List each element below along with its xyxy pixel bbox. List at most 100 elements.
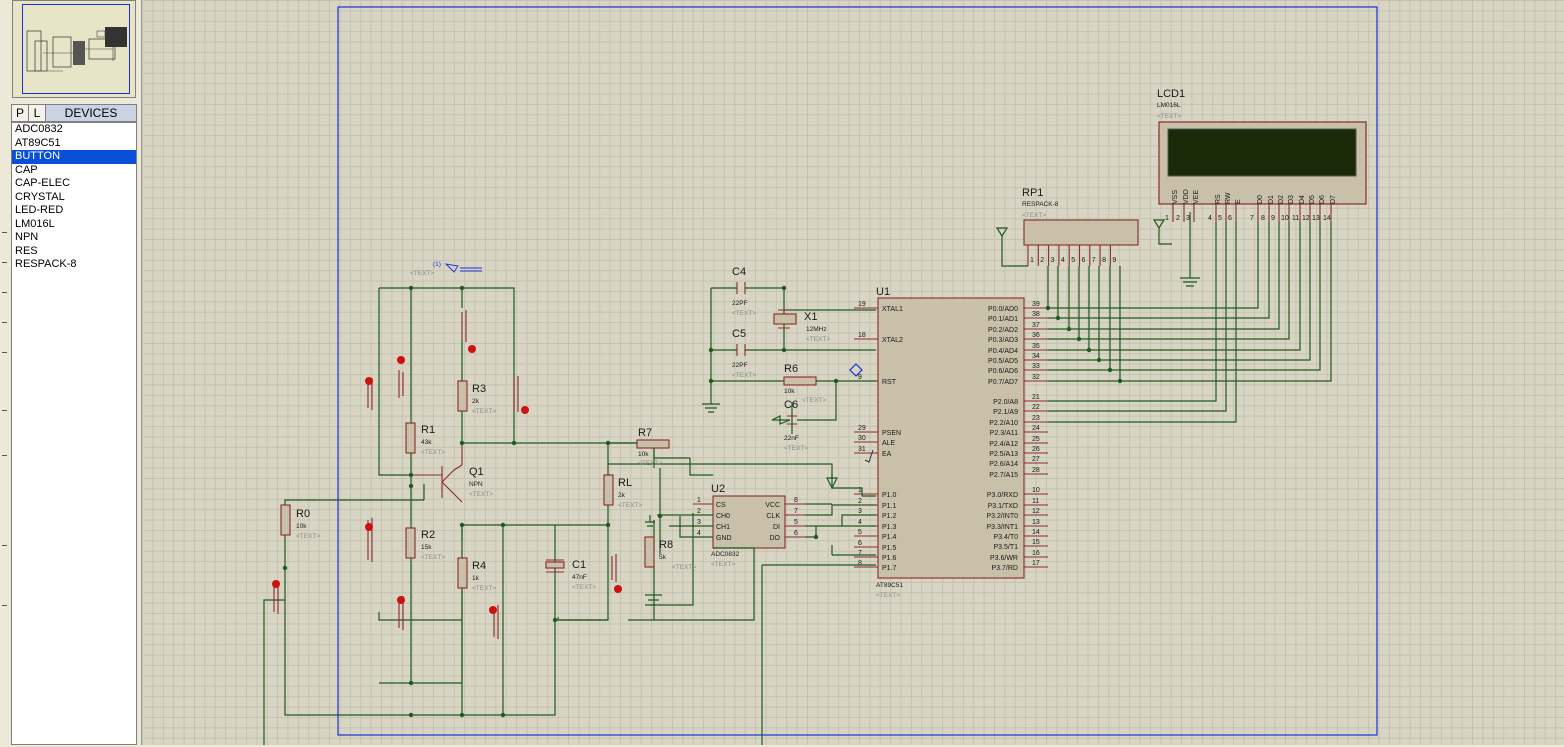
device-list-item[interactable]: CRYSTAL [15,190,65,203]
oscillator-section[interactable]: C4 22PF <TEXT> C5 22PF <TEXT> X1 12MHz <… [702,266,876,452]
svg-text:<TEXT>: <TEXT> [472,585,496,592]
lcd-pin-number: 11 [1292,215,1299,222]
device-list-item[interactable]: CAP-ELEC [15,177,71,189]
rl-ref: RL [618,477,632,489]
mcu-pin-number: 18 [858,332,866,339]
mcu-pin-number: 10 [1032,487,1040,494]
mcu-pin-label: P3.6/WR [990,555,1018,562]
rp1-power-terminal [995,227,1028,267]
mcu-pin-label: P0.7/AD7 [988,379,1018,386]
rl-value: 2k [618,492,626,499]
device-list-item[interactable]: BUTTON [12,150,136,164]
junction-dot [1107,367,1113,373]
p0-wire [1048,222,1280,330]
lcd-pin-label: D2 [1278,195,1285,204]
r2-value: 15k [421,544,432,551]
mcu-pin-number: 13 [1032,519,1040,526]
mcu-pin-number: 23 [1032,415,1040,422]
device-list-item[interactable]: AT89C51 [15,136,61,149]
device-list-item[interactable]: CAP [15,163,38,176]
device-list-item[interactable]: NPN [15,231,39,243]
mcu-pin-number: 31 [858,446,866,453]
mcu-pin-label: P0.5/AD5 [988,358,1018,365]
mcu-pin-number: 33 [1032,363,1040,370]
mcu-pin-label: P1.5 [882,545,897,552]
adc-pin-label: CLK [766,513,780,520]
svg-text:<TEXT>: <TEXT> [472,408,496,415]
devices-title: DEVICES [46,105,136,121]
adc-pin-label: VCC [765,502,780,509]
schematic-drawing[interactable]: LCD1 LM016L <TEXT> VSS1VDD2VEE3RS4RW5E6D… [142,0,1564,745]
mcu-pin-number: 39 [1032,301,1040,308]
mcu-pin-label: P0.2/AD2 [988,327,1018,334]
r4-value: 1k [472,575,480,582]
pick-device-button[interactable]: P [12,105,29,121]
r0-ref: R0 [296,508,310,520]
lcd-pin-label: VDD [1183,189,1190,204]
mcu-pin-number: 21 [1032,394,1040,401]
cursor-marker-icon [849,363,863,377]
rp1-ref: RP1 [1022,187,1043,199]
u1-text: <TEXT> [876,592,900,599]
svg-text:<TEXT>: <TEXT> [296,533,320,540]
lcd1-ref: LCD1 [1157,88,1185,100]
mcu-pin-number: 28 [1032,467,1040,474]
mcu-pin-number: 22 [1032,404,1040,411]
c6-ref: C6 [784,399,798,411]
mcu-pin-label: P2.4/A12 [989,441,1018,448]
device-list-item[interactable]: LM016L [15,217,55,230]
p0-wire [1048,222,1301,351]
lcd-pin-number: 9 [1271,215,1275,222]
r4-ref: R4 [472,560,486,572]
mcu-pin-label: P0.3/AD3 [988,337,1018,344]
lcd1-part: LM016L [1157,102,1181,109]
lcd-pin-number: 13 [1312,215,1320,222]
mcu-pin-label: P0.6/AD6 [988,368,1018,375]
c1-ref: C1 [572,559,586,571]
lcd-pin-label: D4 [1299,195,1306,204]
rp1-pin-number: 2 [1040,257,1044,264]
device-list-item[interactable]: RESPACK-8 [15,258,77,270]
lcd-pin-number: 1 [1165,215,1169,222]
junction-dot [1045,305,1051,311]
lcd-pin-label: VSS [1172,190,1179,204]
svg-text:<TEXT>: <TEXT> [421,449,445,456]
toolbar-tick [2,262,7,263]
analog-sensor-section[interactable]: R1 43k <TEXT> R2 15k <TEXT> R3 2k <TEXT>… [263,261,876,745]
u1-part: AT89C51 [876,582,903,589]
mcu-pin-label: P3.0/RXD [987,492,1018,499]
q1-ref: Q1 [469,466,484,478]
lcd-pin-label: D3 [1288,195,1295,204]
mcu-pin-label: P3.2/INT0 [986,513,1018,520]
toolbar-tick [2,322,7,323]
adc-pin-label: CH1 [716,524,730,531]
mcu-pin-label: XTAL1 [882,306,903,313]
lcd-pin-number: 8 [1261,215,1265,222]
library-manager-button[interactable]: L [29,105,46,121]
lcd1-component[interactable]: LCD1 LM016L <TEXT> VSS1VDD2VEE3RS4RW5E6D… [1157,88,1367,222]
lcd-pin-label: VEE [1193,190,1200,204]
u1-microcontroller[interactable]: U1 AT89C51 <TEXT> 19XTAL118XTAL29RST29PS… [854,286,1048,599]
u2-adc0832[interactable]: U2 ADC0832 <TEXT> 1CS2CH03CH14GND8VCC7CL… [693,483,876,568]
adc-pin-number: 6 [794,530,798,537]
rp1-pin-number: 4 [1061,257,1065,264]
mouse-pointer-icon [864,449,874,463]
mcu-pin-number: 6 [858,540,862,547]
lcd-pin-number: 5 [1218,215,1222,222]
r1-value: 43k [421,439,432,446]
mcu-pin-label: P0.0/AD0 [988,306,1018,313]
mcu-pin-label: P3.4/T0 [993,534,1018,541]
mcu-pin-number: 26 [1032,446,1040,453]
overview-window[interactable] [12,0,136,98]
lcd-pin-label: D0 [1257,195,1264,204]
junction-dot [1066,326,1072,332]
device-list-item[interactable]: ADC0832 [15,123,63,135]
lcd-pin-number: 14 [1323,215,1331,222]
device-list-item[interactable]: RES [15,244,38,257]
mcu-pin-label: XTAL2 [882,337,903,344]
device-list-item[interactable]: LED-RED [15,204,64,216]
